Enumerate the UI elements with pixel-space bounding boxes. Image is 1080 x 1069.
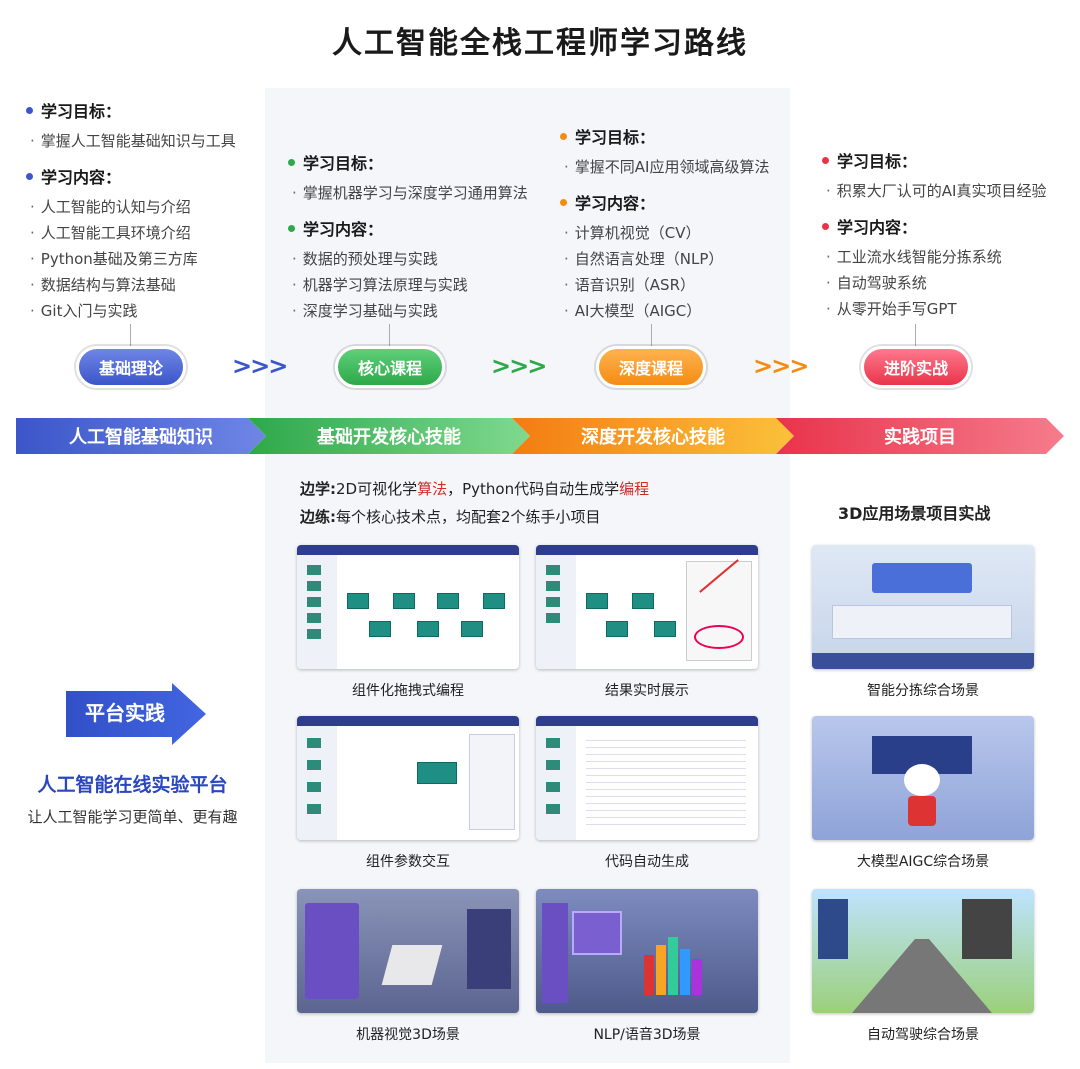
goal-item: 掌握机器学习与深度学习通用算法 xyxy=(288,180,528,206)
scene-aigc[interactable] xyxy=(812,716,1034,840)
screen-drag-programming[interactable] xyxy=(297,545,519,669)
practice-line: 边练:每个核心技术点，均配套2个练手小项目 xyxy=(300,508,601,526)
content-item: 人工智能的认知与介绍 xyxy=(26,194,236,220)
screen-code-generation[interactable] xyxy=(536,716,758,840)
band-advanced: 深度开发核心技能 xyxy=(512,418,794,454)
bullet-dot-icon xyxy=(560,198,567,206)
scene-caption: 大模型AIGC综合场景 xyxy=(856,854,990,870)
goal-item: 掌握人工智能基础知识与工具 xyxy=(26,128,236,154)
learn-line: 边学:2D可视化学算法，Python代码自动生成学编程 xyxy=(300,480,650,498)
content-item: 人工智能工具环境介绍 xyxy=(26,220,236,246)
scene-sorting[interactable] xyxy=(812,545,1034,669)
platform-slogan: 让人工智能学习更简单、更有趣 xyxy=(27,808,238,826)
bullet-dot-icon xyxy=(26,106,33,114)
scene-caption: 智能分拣综合场景 xyxy=(867,683,979,699)
band-core: 基础开发核心技能 xyxy=(248,418,530,454)
platform-name: 人工智能在线实验平台 xyxy=(37,774,228,796)
content-label: 学习内容： xyxy=(41,168,122,187)
pill-advanced[interactable]: 深度课程 xyxy=(596,346,706,388)
content-item: 语音识别（ASR） xyxy=(560,272,769,298)
goal-item: 掌握不同AI应用领域高级算法 xyxy=(560,154,770,180)
content-item: 数据的预处理与实践 xyxy=(288,246,528,272)
bullet-dot-icon xyxy=(822,222,829,230)
stage-core: 学习目标： 掌握机器学习与深度学习通用算法 学习内容： 数据的预处理与实践 机器… xyxy=(288,150,528,324)
band-foundation: 人工智能基础知识 xyxy=(16,418,266,454)
screen-vision-3d[interactable] xyxy=(297,889,519,1013)
screen-caption: 代码自动生成 xyxy=(605,854,689,870)
content-item: 机器学习算法原理与实践 xyxy=(288,272,528,298)
page-title: 人工智能全栈工程师学习路线 xyxy=(332,26,748,61)
band-practice: 实践项目 xyxy=(776,418,1064,454)
screen-caption: 组件化拖拽式编程 xyxy=(352,683,464,699)
content-item: 从零开始手写GPT xyxy=(822,296,1046,322)
screen-caption: 组件参数交互 xyxy=(366,854,450,870)
content-label: 学习内容： xyxy=(575,194,656,213)
pill-core[interactable]: 核心课程 xyxy=(335,346,445,388)
content-item: 深度学习基础与实践 xyxy=(288,298,528,324)
chevron-right-icon: >>> xyxy=(491,352,547,380)
scene-caption: 自动驾驶综合场景 xyxy=(867,1027,979,1043)
content-item: 计算机视觉（CV） xyxy=(560,220,769,246)
stage-advanced: 学习目标： 掌握不同AI应用领域高级算法 学习内容： 计算机视觉（CV） 自然语… xyxy=(560,124,769,324)
content-label: 学习内容： xyxy=(837,218,918,237)
pill-foundation[interactable]: 基础理论 xyxy=(76,346,186,388)
bullet-dot-icon xyxy=(288,158,295,166)
content-item: 工业流水线智能分拣系统 xyxy=(822,244,1046,270)
bullet-dot-icon xyxy=(560,132,567,140)
goal-label: 学习目标： xyxy=(303,154,384,173)
goal-label: 学习目标： xyxy=(575,128,656,147)
screen-nlp-3d[interactable] xyxy=(536,889,758,1013)
content-item: Python基础及第三方库 xyxy=(26,246,236,272)
screen-caption: 结果实时展示 xyxy=(605,683,689,699)
stage-foundation: 学习目标： 掌握人工智能基础知识与工具 学习内容： 人工智能的认知与介绍 人工智… xyxy=(26,98,236,324)
connector-line xyxy=(651,324,652,346)
content-item: 自动驾驶系统 xyxy=(822,270,1046,296)
stage-practice: 学习目标： 积累大厂认可的AI真实项目经验 学习内容： 工业流水线智能分拣系统 … xyxy=(822,148,1046,322)
bullet-dot-icon xyxy=(26,172,33,180)
chevron-right-icon: >>> xyxy=(753,352,809,380)
content-item: Git入门与实践 xyxy=(26,298,236,324)
platform-arrow-label: 平台实践 xyxy=(85,701,165,725)
bullet-dot-icon xyxy=(288,224,295,232)
goal-item: 积累大厂认可的AI真实项目经验 xyxy=(822,178,1047,204)
connector-line xyxy=(389,324,390,346)
platform-arrow-icon xyxy=(66,683,206,745)
pill-practice[interactable]: 进阶实战 xyxy=(861,346,971,388)
bullet-dot-icon xyxy=(822,156,829,164)
goal-label: 学习目标： xyxy=(837,152,918,171)
screen-param-interaction[interactable] xyxy=(297,716,519,840)
screen-caption: 机器视觉3D场景 xyxy=(356,1027,460,1043)
connector-line xyxy=(915,324,916,346)
content-item: AI大模型（AIGC） xyxy=(560,298,769,324)
content-item: 自然语言处理（NLP） xyxy=(560,246,769,272)
screen-realtime-result[interactable] xyxy=(536,545,758,669)
chevron-right-icon: >>> xyxy=(232,352,288,380)
connector-line xyxy=(130,324,131,346)
goal-label: 学习目标： xyxy=(41,102,122,121)
scene-autodrive[interactable] xyxy=(812,889,1034,1013)
screen-caption: NLP/语音3D场景 xyxy=(593,1027,701,1043)
content-item: 数据结构与算法基础 xyxy=(26,272,236,298)
content-label: 学习内容： xyxy=(303,220,384,239)
right-section-title: 3D应用场景项目实战 xyxy=(838,504,991,523)
